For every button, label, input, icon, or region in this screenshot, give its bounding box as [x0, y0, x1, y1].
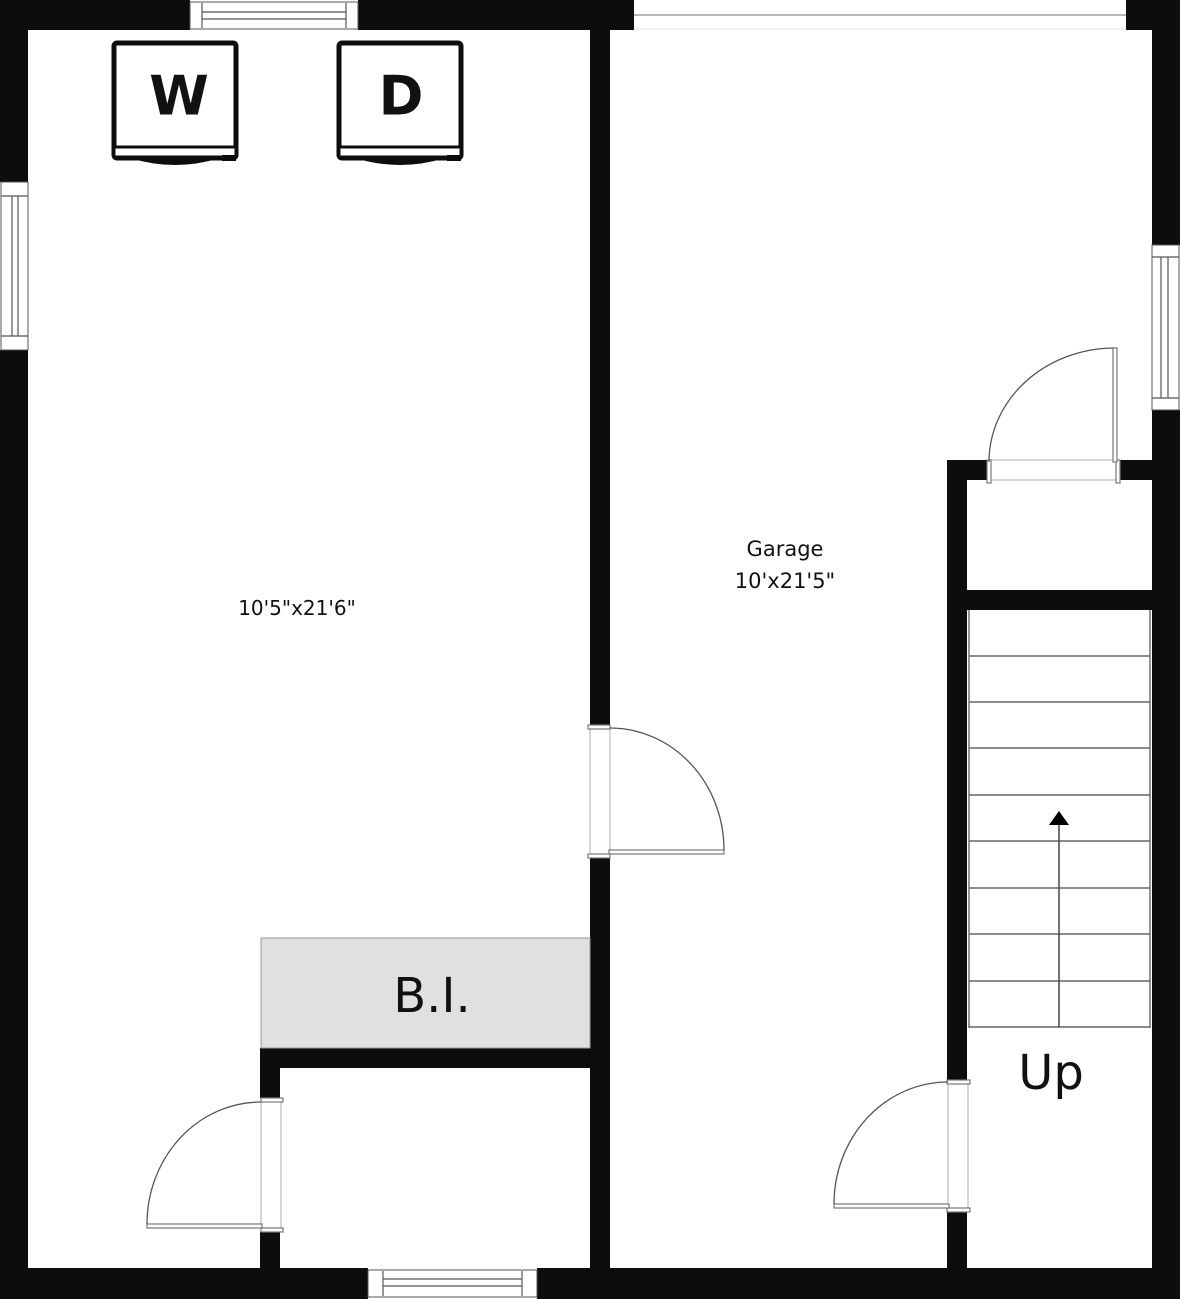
door-center[interactable] — [587, 724, 725, 859]
window-bottom — [367, 1269, 538, 1298]
dryer-label: D — [378, 64, 424, 128]
dryer-icon — [336, 40, 464, 165]
door-stair-upper[interactable] — [986, 347, 1121, 484]
garage-room-label: Garage 10'x21'5" — [735, 533, 835, 597]
window-right — [1151, 244, 1180, 411]
washer-icon — [111, 40, 239, 165]
stairs-up-label: Up — [1018, 1045, 1084, 1101]
interior-walls — [260, 16, 1165, 1287]
built-in-label: B.I. — [393, 968, 471, 1024]
garage-name: Garage — [746, 537, 824, 561]
window-left — [0, 181, 29, 351]
window-top-right-garage — [634, 0, 1126, 30]
built-in-cabinet — [260, 937, 591, 1049]
laundry-room-dimensions: 10'5"x21'6" — [238, 596, 356, 620]
washer-label: W — [149, 64, 209, 128]
garage-dimensions: 10'x21'5" — [734, 569, 836, 593]
window-top-left — [189, 1, 359, 30]
stair-direction-arrow-icon — [1049, 811, 1069, 1027]
door-stair-lower[interactable] — [833, 1079, 971, 1213]
door-closet[interactable] — [146, 1097, 284, 1233]
